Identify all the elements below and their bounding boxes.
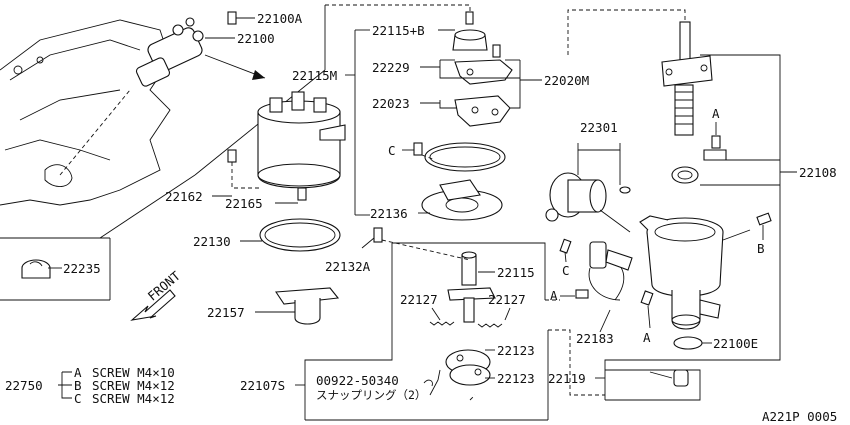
label-a-top: A: [712, 106, 720, 121]
label-22107S: 22107S: [240, 378, 285, 393]
label-22023: 22023: [372, 96, 410, 111]
diagram-id: A221P 0005: [762, 409, 837, 424]
label-22119: 22119: [548, 371, 586, 386]
part-22123-weights[interactable]: 22123 22123: [445, 343, 535, 386]
label-22130: 22130: [193, 234, 231, 249]
label-22229: 22229: [372, 60, 410, 75]
part-22301-vacuum-controller[interactable]: 22301: [545, 120, 631, 233]
part-22162[interactable]: 22162: [165, 149, 262, 204]
front-direction-arrow: FRONT: [130, 268, 183, 321]
part-22100[interactable]: 22100: [205, 31, 275, 46]
label-22100: 22100: [237, 31, 275, 46]
part-00922-snap-ring[interactable]: 00922-50340 スナップリング（2）: [316, 369, 441, 402]
part-22119-pin[interactable]: 22119: [548, 369, 701, 401]
label-22132A: 22132A: [325, 259, 371, 274]
label-22127-right: 22127: [488, 292, 526, 307]
part-22108-shaft-assembly[interactable]: 22108: [567, 9, 837, 370]
part-22136-breaker-plate[interactable]: 22136: [370, 179, 503, 221]
label-22162: 22162: [165, 189, 203, 204]
label-22115M: 22115M: [292, 68, 337, 83]
group-22107S-box: 22107S: [240, 242, 549, 421]
part-22235[interactable]: 22235: [21, 259, 101, 279]
label-22301: 22301: [580, 120, 618, 135]
label-22127-left: 22127: [400, 292, 438, 307]
label-22100E: 22100E: [713, 336, 758, 351]
part-22115B[interactable]: 22115+B: [372, 11, 488, 51]
label-b-right: B: [757, 241, 765, 256]
label-a-bottom: A: [643, 330, 651, 345]
part-22132A[interactable]: 22132A: [325, 227, 383, 274]
part-22165[interactable]: 22165: [225, 187, 307, 211]
label-00922-50340: 00922-50340: [316, 373, 399, 388]
label-c-screw: C: [388, 143, 396, 158]
label-snap-ring: スナップリング（2）: [316, 388, 426, 402]
part-a-screw-top[interactable]: A: [703, 106, 727, 161]
screw-row-c-key: C: [74, 391, 82, 406]
label-22115B: 22115+B: [372, 23, 425, 38]
label-22123-top: 22123: [497, 343, 535, 358]
part-a-screw-bottom[interactable]: A: [640, 290, 654, 345]
label-22157: 22157: [207, 305, 245, 320]
label-a-left: A: [550, 288, 558, 303]
part-22127-springs[interactable]: 22127 22127: [400, 292, 526, 328]
screw-row-c-desc: SCREW M4×12: [92, 391, 175, 406]
distributor-housing[interactable]: [639, 215, 751, 330]
engine-block-illustration: [0, 17, 266, 206]
screw-legend-code: 22750: [5, 378, 43, 393]
label-22136: 22136: [370, 206, 408, 221]
part-b-screw-right[interactable]: B: [756, 212, 772, 256]
part-washer-bearing[interactable]: [671, 166, 699, 184]
part-22115-shaft[interactable]: 22115: [381, 239, 535, 323]
part-22023[interactable]: 22023: [372, 95, 511, 127]
label-22108: 22108: [799, 165, 837, 180]
part-22157-rotor[interactable]: 22157: [207, 287, 340, 325]
label-c-screw-lower: C: [562, 263, 570, 278]
screw-row-a-desc: SCREW M4×10: [92, 365, 175, 380]
label-22020M: 22020M: [544, 73, 589, 88]
part-22130-gasket[interactable]: 22130: [193, 218, 341, 252]
screw-row-b-desc: SCREW M4×12: [92, 378, 175, 393]
part-c-screw-clip[interactable]: C: [388, 142, 506, 172]
part-22183-harness[interactable]: 22183: [576, 241, 633, 346]
label-22183: 22183: [576, 331, 614, 346]
screw-row-a-key: A: [74, 365, 82, 380]
screw-legend: 22750 A SCREW M4×10 B SCREW M4×12 C SCRE…: [5, 365, 175, 406]
label-22115: 22115: [497, 265, 535, 280]
label-22100A: 22100A: [257, 11, 303, 26]
part-c-screw-lower[interactable]: C: [559, 238, 572, 278]
label-22123-bottom: 22123: [497, 371, 535, 386]
part-a-screw-left[interactable]: A: [550, 288, 589, 303]
label-22165: 22165: [225, 196, 263, 211]
part-22100E-oring[interactable]: 22100E: [673, 336, 758, 351]
part-22100A[interactable]: 22100A: [227, 11, 303, 26]
distributor-cap[interactable]: [257, 91, 346, 189]
label-22235: 22235: [63, 261, 101, 276]
screw-row-b-key: B: [74, 378, 82, 393]
dashed-connections: [469, 299, 605, 401]
